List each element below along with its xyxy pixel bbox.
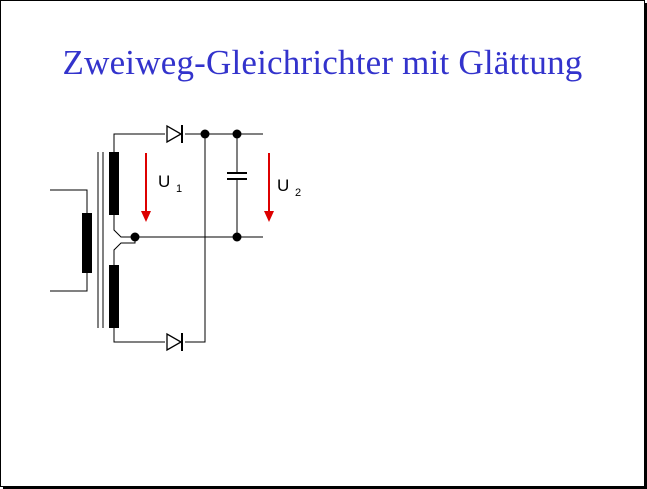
transformer-core (97, 152, 104, 328)
u2-label-main: U (277, 176, 289, 195)
u2-arrow (264, 153, 274, 222)
secondary-winding-lower (109, 265, 119, 328)
diode-upper (166, 124, 183, 144)
u1-label: U 1 (158, 172, 182, 195)
u1-label-sub: 1 (176, 183, 182, 195)
primary-leads (50, 189, 88, 292)
diode-lower (166, 332, 183, 352)
primary-winding (82, 213, 92, 273)
u1-arrow (141, 153, 151, 222)
wiring (113, 133, 263, 343)
capacitor (227, 172, 247, 180)
junction-dots (130, 129, 242, 242)
secondary-winding-upper (109, 152, 119, 215)
u1-label-main: U (158, 172, 170, 191)
u2-label-sub: 2 (295, 187, 301, 199)
slide-title: Zweiweg-Gleichrichter mit Glättung (62, 43, 583, 82)
u2-label: U 2 (277, 176, 301, 199)
